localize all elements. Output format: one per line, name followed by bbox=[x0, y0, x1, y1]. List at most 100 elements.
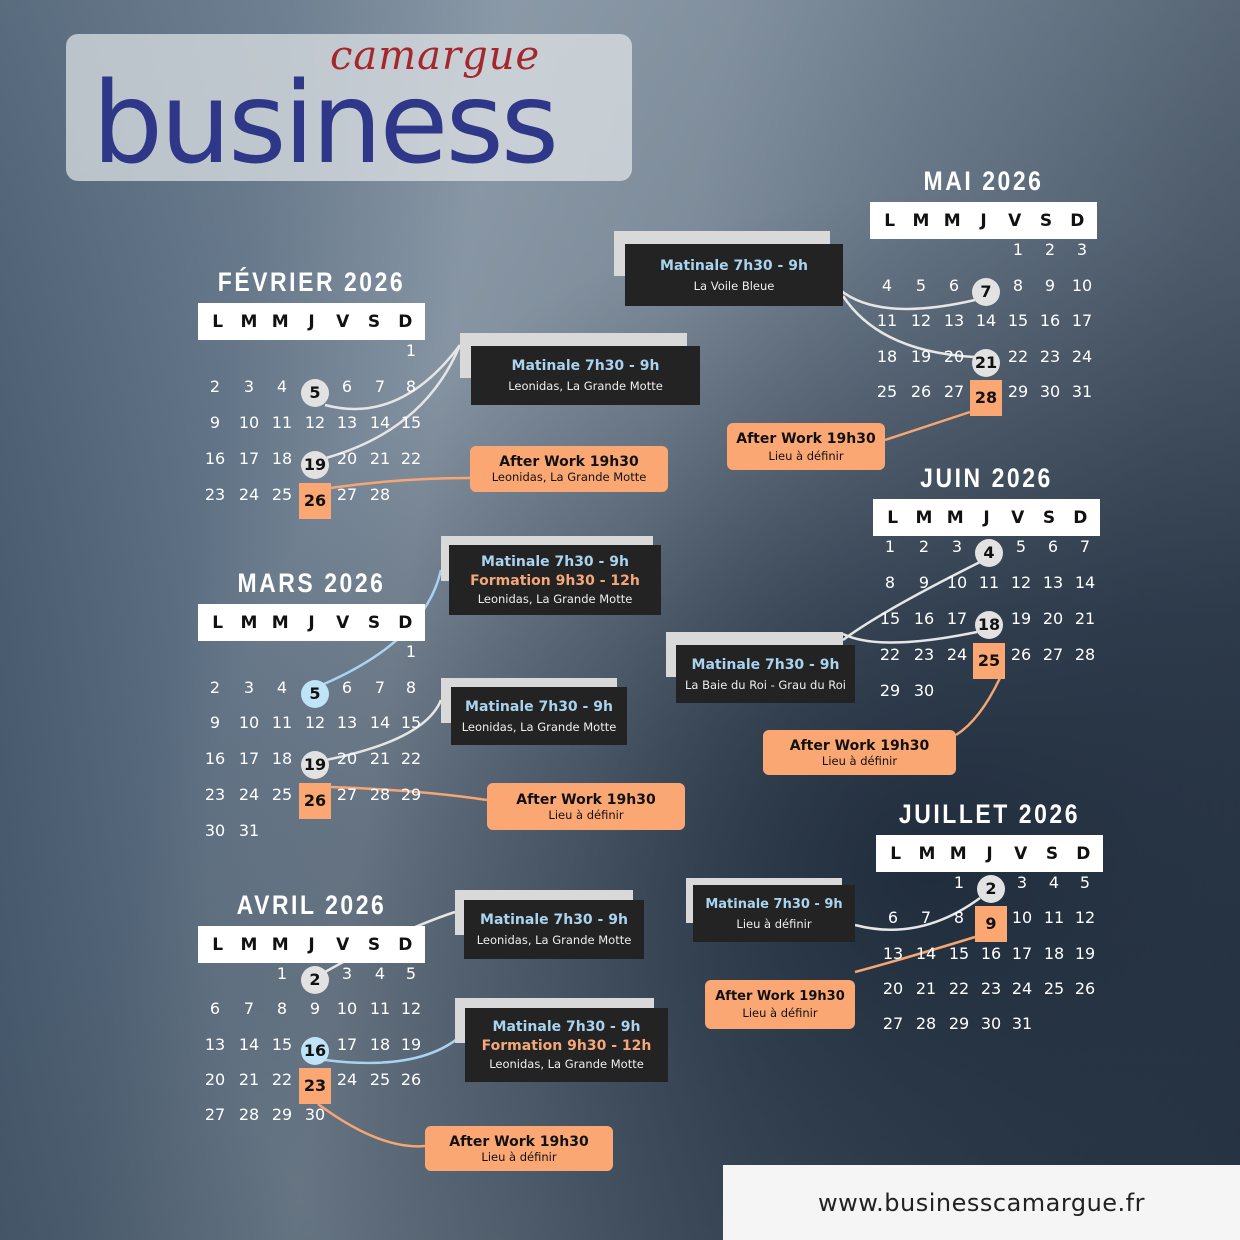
day-event-21[interactable]: 21 bbox=[972, 348, 1000, 377]
day-event-18[interactable]: 18 bbox=[975, 611, 1003, 639]
day-24: 24 bbox=[238, 784, 260, 804]
day-9: 9 bbox=[918, 573, 930, 592]
day-event-19[interactable]: 19 bbox=[301, 751, 329, 780]
weekday-label: M bbox=[240, 311, 258, 332]
day-1: 1 bbox=[1012, 240, 1024, 259]
day-16: 16 bbox=[204, 449, 226, 468]
day-30: 30 bbox=[304, 1105, 326, 1125]
event-jul-afterwork[interactable]: After Work 19h30 Lieu à définir bbox=[705, 980, 855, 1029]
month-title: MARS 2026 bbox=[237, 568, 386, 598]
event-apr-matinale-formation[interactable]: Matinale 7h30 - 9h Formation 9h30 - 12h … bbox=[465, 1008, 668, 1082]
day-27: 27 bbox=[204, 1105, 226, 1125]
day-event-19[interactable]: 19 bbox=[301, 451, 329, 479]
day-event-28[interactable]: 28 bbox=[970, 380, 1002, 416]
weekday-label: D bbox=[398, 311, 413, 332]
day-23: 23 bbox=[1039, 346, 1061, 366]
day-26: 26 bbox=[1074, 978, 1096, 998]
day-3: 3 bbox=[951, 537, 963, 556]
event-title: After Work 19h30 bbox=[499, 454, 639, 470]
day-10: 10 bbox=[1071, 275, 1093, 295]
day-12: 12 bbox=[400, 999, 422, 1019]
day-18: 18 bbox=[271, 449, 293, 468]
day-18: 18 bbox=[271, 749, 293, 769]
event-apr-afterwork[interactable]: After Work 19h30 Lieu à définir bbox=[425, 1126, 613, 1171]
day-event-7[interactable]: 7 bbox=[972, 277, 1000, 306]
day-15: 15 bbox=[400, 413, 422, 432]
month-title: JUILLET 2026 bbox=[898, 799, 1081, 829]
day-17: 17 bbox=[1071, 311, 1093, 330]
day-17: 17 bbox=[946, 609, 968, 628]
event-apr-matinale[interactable]: Matinale 7h30 - 9h Leonidas, La Grande M… bbox=[464, 900, 644, 959]
day-11: 11 bbox=[978, 573, 1000, 592]
event-mar-matinale-formation[interactable]: Matinale 7h30 - 9h Formation 9h30 - 12h … bbox=[449, 545, 661, 615]
day-event-4[interactable]: 4 bbox=[975, 539, 1003, 567]
day-15: 15 bbox=[1007, 311, 1029, 330]
weekday-label: J bbox=[986, 843, 993, 864]
day-2: 2 bbox=[918, 537, 930, 556]
day-event-23[interactable]: 23 bbox=[299, 1067, 331, 1104]
day-event-9[interactable]: 9 bbox=[975, 906, 1007, 943]
day-event-16[interactable]: 16 bbox=[301, 1036, 329, 1065]
event-jun-matinale[interactable]: Matinale 7h30 - 9h La Baie du Roi - Grau… bbox=[676, 645, 855, 703]
event-feb-matinale[interactable]: Matinale 7h30 - 9h Leonidas, La Grande M… bbox=[471, 346, 700, 405]
event-jun-afterwork[interactable]: After Work 19h30 Lieu à définir bbox=[763, 730, 956, 775]
event-may-matinale[interactable]: Matinale 7h30 - 9h La Voile Bleue bbox=[625, 244, 843, 306]
day-event-26[interactable]: 26 bbox=[299, 782, 331, 819]
day-9: 9 bbox=[209, 413, 221, 432]
weekday-label: M bbox=[912, 210, 930, 231]
weekday-label: L bbox=[212, 934, 224, 955]
day-29: 29 bbox=[879, 681, 901, 700]
day-21: 21 bbox=[369, 749, 391, 769]
day-event-5[interactable]: 5 bbox=[301, 379, 329, 407]
day-26: 26 bbox=[910, 382, 932, 401]
website-url[interactable]: www.businesscamargue.fr bbox=[723, 1165, 1240, 1240]
event-place: Leonidas, La Grande Motte bbox=[461, 719, 617, 734]
day-event-2[interactable]: 2 bbox=[977, 875, 1005, 903]
event-mar-matinale[interactable]: Matinale 7h30 - 9h Leonidas, La Grande M… bbox=[451, 687, 627, 745]
connector bbox=[324, 344, 461, 411]
day-19: 19 bbox=[910, 346, 932, 366]
day-4: 4 bbox=[374, 964, 386, 983]
day-20: 20 bbox=[1042, 609, 1064, 628]
day-event-26[interactable]: 26 bbox=[299, 483, 331, 519]
day-7: 7 bbox=[1079, 537, 1091, 556]
weekday-label: M bbox=[271, 311, 289, 332]
day-22: 22 bbox=[879, 645, 901, 664]
connector bbox=[854, 935, 976, 974]
day-event-25[interactable]: 25 bbox=[973, 643, 1005, 679]
month-title: MAI 2026 bbox=[923, 166, 1044, 196]
event-place: Lieu à définir bbox=[548, 807, 624, 822]
event-title: Matinale 7h30 - 9h bbox=[481, 554, 629, 570]
day-event-5[interactable]: 5 bbox=[301, 679, 329, 708]
day-24: 24 bbox=[238, 485, 260, 504]
weekday-label: J bbox=[983, 507, 990, 528]
day-7: 7 bbox=[374, 377, 386, 396]
day-12: 12 bbox=[304, 413, 326, 432]
day-21: 21 bbox=[915, 978, 937, 998]
event-mar-afterwork[interactable]: After Work 19h30 Lieu à définir bbox=[487, 783, 685, 830]
day-11: 11 bbox=[271, 713, 293, 733]
event-title: After Work 19h30 bbox=[449, 1133, 589, 1150]
month-title: FÉVRIER 2026 bbox=[217, 267, 406, 297]
event-jul-matinale[interactable]: Matinale 7h30 - 9h Lieu à définir bbox=[693, 885, 855, 942]
event-place: Leonidas, La Grande Motte bbox=[508, 379, 663, 393]
day-12: 12 bbox=[1010, 573, 1032, 592]
day-5: 5 bbox=[1015, 537, 1027, 556]
day-12: 12 bbox=[1074, 908, 1096, 928]
day-20: 20 bbox=[336, 749, 358, 769]
day-10: 10 bbox=[238, 413, 260, 432]
day-31: 31 bbox=[1011, 1014, 1033, 1034]
day-7: 7 bbox=[243, 999, 255, 1019]
day-17: 17 bbox=[1011, 943, 1033, 963]
event-may-afterwork[interactable]: After Work 19h30 Lieu à définir bbox=[727, 423, 885, 470]
weekday-label: L bbox=[212, 311, 224, 332]
event-feb-afterwork[interactable]: After Work 19h30 Leonidas, La Grande Mot… bbox=[470, 446, 668, 492]
day-event-2[interactable]: 2 bbox=[301, 966, 329, 994]
day-24: 24 bbox=[336, 1069, 358, 1089]
day-6: 6 bbox=[887, 908, 899, 928]
day-10: 10 bbox=[238, 713, 260, 733]
day-24: 24 bbox=[1011, 978, 1033, 998]
